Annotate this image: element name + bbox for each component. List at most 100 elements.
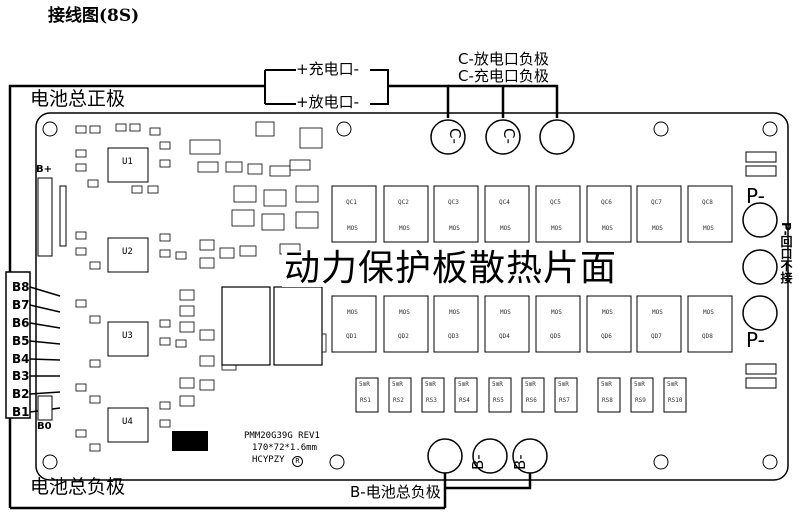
- shunt-value: 5mR: [458, 381, 469, 388]
- diagram-title: 接线图(8S): [48, 6, 140, 26]
- shunt-label: RS3: [426, 397, 437, 404]
- pack-negative-label: 电池总负极: [30, 476, 126, 498]
- balance-b8: B8: [12, 280, 30, 294]
- b-neg-wire: [445, 470, 532, 490]
- ic-label: U2: [122, 247, 133, 257]
- b-plus-label: B+: [36, 164, 53, 175]
- mosfet-top-label: QC4: [499, 199, 510, 206]
- ic-u1: [107, 147, 149, 183]
- mosfet-bottom-label: QD8: [702, 333, 713, 340]
- shunt-label: RS5: [493, 397, 504, 404]
- mosfet-bottom-label: QD7: [651, 333, 662, 340]
- mosfet-top-label: QC1: [346, 199, 357, 206]
- mosfet-row-bottom: [331, 295, 733, 353]
- ic-label: U3: [122, 331, 133, 341]
- mosfet-top-mos: MOS: [347, 225, 358, 232]
- shunt-row: [355, 377, 687, 413]
- power-chip: [273, 286, 323, 366]
- balance-b6: B6: [12, 316, 30, 330]
- registered-mark: R: [292, 456, 303, 467]
- b-neg-label: B-电池总负极: [350, 483, 441, 501]
- board-size: 170*72*1.6mm: [252, 443, 318, 453]
- pack-positive-label: 电池总正极: [30, 88, 126, 110]
- mosfet-bottom-mos: MOS: [399, 309, 410, 316]
- pad-strip: [59, 185, 67, 247]
- shunt-label: RS10: [668, 397, 683, 404]
- p-minus-top-label: P-: [746, 184, 765, 208]
- discharge-port-label: +放电口-: [296, 93, 359, 111]
- shunt-label: RS4: [459, 397, 470, 404]
- cap-c104: [745, 377, 777, 389]
- mosfet-bottom-label: QD2: [398, 333, 409, 340]
- shunt-label: RS6: [526, 397, 537, 404]
- black-chip: [172, 431, 208, 451]
- balance-b3: B3: [12, 369, 30, 383]
- ic-u2: [107, 237, 149, 273]
- heatsink-label: 动力保护板散热片面: [282, 248, 620, 289]
- mount-hole: [653, 121, 669, 137]
- b-mark: B-: [469, 454, 487, 470]
- b0-label: B0: [37, 421, 52, 432]
- mosfet-top-mos: MOS: [703, 225, 714, 232]
- mosfet-bottom-mos: MOS: [347, 309, 358, 316]
- c-neg-charge-label: C-充电口负极: [458, 67, 549, 85]
- port-negative-bracket: [370, 69, 389, 105]
- mount-hole: [762, 121, 778, 137]
- ic-u3: [107, 321, 149, 357]
- ic-u4: [107, 407, 149, 443]
- mosfet-bottom-mos: MOS: [703, 309, 714, 316]
- shunt-value: 5mR: [392, 381, 403, 388]
- b-terminal: [427, 438, 548, 474]
- board-maker: HCYPZY: [252, 455, 285, 465]
- c-mark: C-: [500, 128, 518, 144]
- balance-b4: B4: [12, 352, 30, 366]
- shunt-value: 5mR: [359, 381, 370, 388]
- charge-port-label: +充电口-: [296, 60, 359, 78]
- cap-c104: [745, 151, 777, 163]
- component-cluster: [75, 121, 327, 452]
- mosfet-top-mos: MOS: [602, 225, 613, 232]
- b-plus-pad: [37, 177, 53, 257]
- c-terminal: [430, 119, 575, 155]
- mosfet-row-top: [331, 185, 733, 243]
- ic-label: U4: [122, 417, 133, 427]
- mosfet-top-label: QC7: [651, 199, 662, 206]
- port-positive-bracket: [264, 69, 296, 105]
- mosfet-bottom-label: QD5: [550, 333, 561, 340]
- mosfet-bottom-mos: MOS: [500, 309, 511, 316]
- cap-c104: [745, 165, 777, 177]
- mosfet-top-label: QC6: [601, 199, 612, 206]
- c-neg-discharge-label: C-放电口负极: [458, 50, 549, 68]
- shunt-value: 5mR: [525, 381, 536, 388]
- shunt-value: 5mR: [492, 381, 503, 388]
- shunt-label: RS8: [602, 397, 613, 404]
- mosfet-top-label: QC3: [448, 199, 459, 206]
- mosfet-top-label: QC5: [550, 199, 561, 206]
- mosfet-top-mos: MOS: [399, 225, 410, 232]
- mount-hole: [329, 454, 345, 470]
- mount-hole: [336, 121, 352, 137]
- mosfet-top-label: QC2: [398, 199, 409, 206]
- balance-b1: B1: [12, 405, 30, 419]
- shunt-label: RS2: [393, 397, 404, 404]
- mount-hole: [653, 454, 669, 470]
- c-mark: C-: [446, 128, 464, 144]
- mosfet-bottom-mos: MOS: [602, 309, 613, 316]
- mosfet-bottom-label: QD3: [448, 333, 459, 340]
- mount-hole: [42, 454, 58, 470]
- mosfet-bottom-mos: MOS: [551, 309, 562, 316]
- shunt-value: 5mR: [425, 381, 436, 388]
- cap-c104: [745, 363, 777, 375]
- mosfet-top-mos: MOS: [652, 225, 663, 232]
- balance-connector: [5, 271, 61, 419]
- p-terminal: [742, 202, 778, 331]
- shunt-label: RS7: [559, 397, 570, 404]
- mosfet-top-mos: MOS: [551, 225, 562, 232]
- b-mark: B-: [511, 454, 529, 470]
- mosfet-top-label: QC8: [702, 199, 713, 206]
- mosfet-top-mos: MOS: [500, 225, 511, 232]
- b0-pad: [37, 395, 53, 421]
- shunt-value: 5mR: [601, 381, 612, 388]
- shunt-value: 5mR: [634, 381, 645, 388]
